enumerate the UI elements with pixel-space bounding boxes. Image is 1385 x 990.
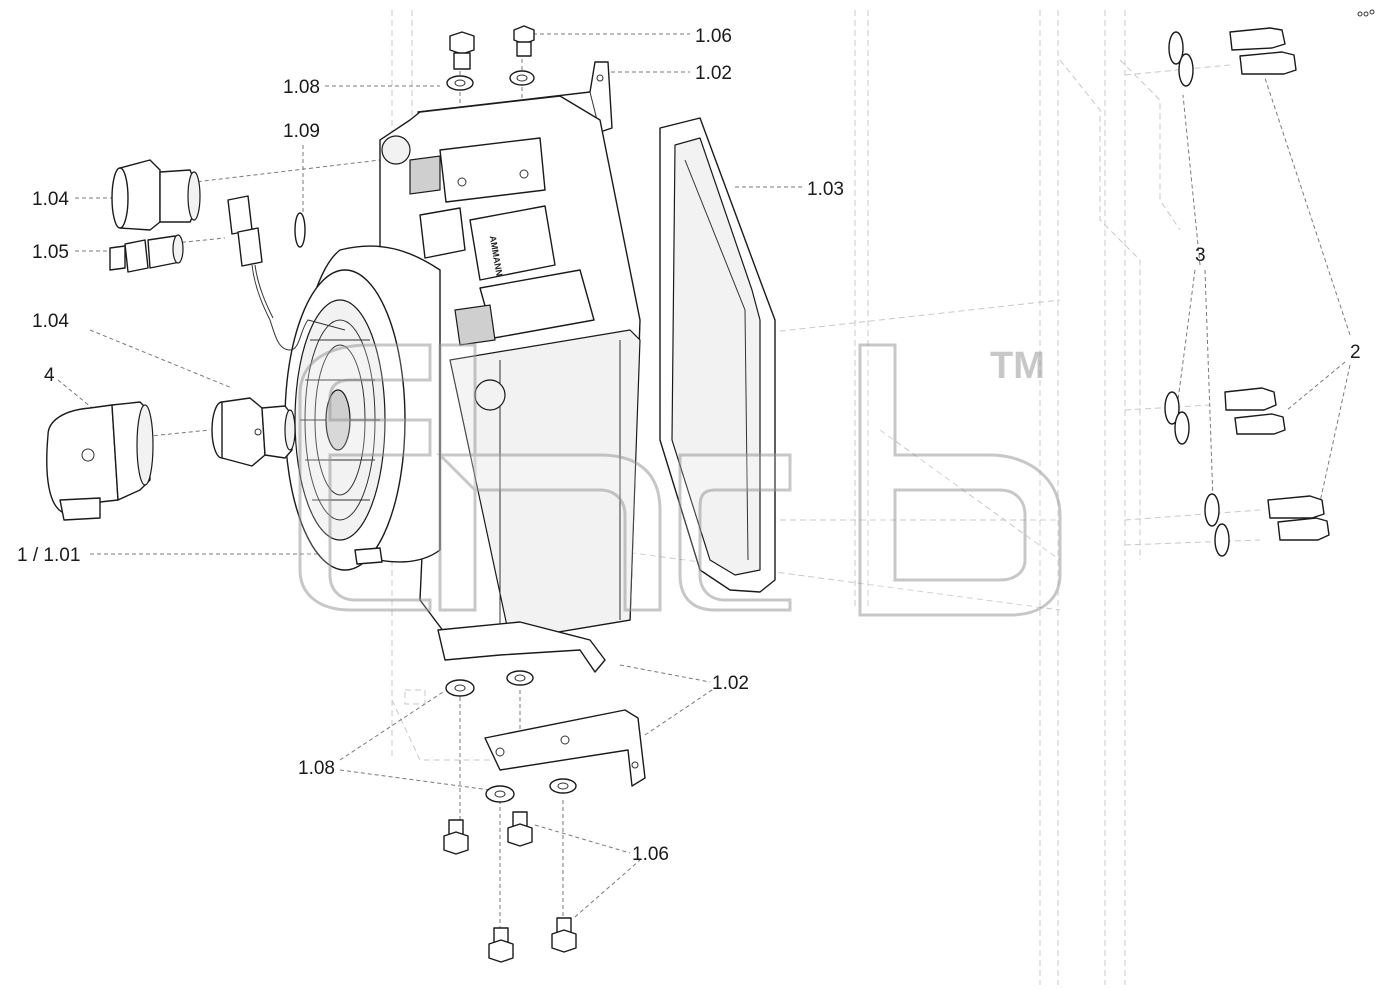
callout-1.09: 1.09	[283, 121, 320, 142]
bottom-bolt-4	[551, 917, 577, 953]
bottom-washer-4	[549, 778, 577, 794]
bottom-bolt-3	[488, 927, 514, 963]
callout-1.06-bottom: 1.06	[632, 844, 669, 865]
callout-4: 4	[44, 365, 55, 386]
callout-1.08-bottom: 1.08	[298, 758, 335, 779]
bottom-washer-2	[506, 670, 534, 686]
callout-1.04-mid: 1.04	[32, 311, 69, 332]
lower-mount	[437, 621, 606, 673]
temp-sensor	[109, 234, 184, 273]
callout-1.05: 1.05	[32, 242, 69, 263]
bottom-bolt-1	[443, 819, 469, 855]
callout-1.03: 1.03	[807, 179, 844, 200]
top-washer-right	[509, 70, 535, 86]
callout-2: 2	[1350, 342, 1361, 363]
callout-labels: 1.06 1.02 1.08 1.09 1.03 1.04 1.05 3 1.0…	[17, 26, 1361, 865]
corner-mark-icon	[1357, 9, 1375, 17]
connector-top	[111, 159, 201, 231]
connector-middle	[211, 397, 296, 467]
side-hardware-bottom	[1204, 493, 1330, 557]
callout-1.08-top: 1.08	[283, 77, 320, 98]
callout-1.02-bottom: 1.02	[712, 673, 749, 694]
cooler-body: AMMANN	[379, 95, 641, 641]
callout-1.04-top: 1.04	[32, 189, 69, 210]
side-hardware-top	[1168, 27, 1297, 87]
top-bolt-left	[449, 31, 475, 70]
elbow-fitting	[46, 401, 154, 521]
top-bolt-right	[513, 25, 535, 57]
watermark-logo: TM	[298, 343, 1062, 617]
callout-1.02-top: 1.02	[695, 63, 732, 84]
bottom-washer-1	[445, 679, 475, 697]
bottom-washer-3	[485, 785, 515, 803]
cable-harness	[227, 195, 346, 351]
callout-3: 3	[1195, 245, 1206, 266]
side-hardware-mid	[1164, 387, 1286, 445]
callout-1.06-top: 1.06	[695, 26, 732, 47]
top-washer-left	[446, 75, 474, 91]
bottom-bolt-2	[507, 811, 533, 847]
bottom-bracket	[484, 709, 646, 787]
watermark-tm: TM	[990, 345, 1045, 387]
filter-frame	[659, 117, 776, 593]
callout-1-1.01: 1 / 1.01	[17, 545, 80, 566]
